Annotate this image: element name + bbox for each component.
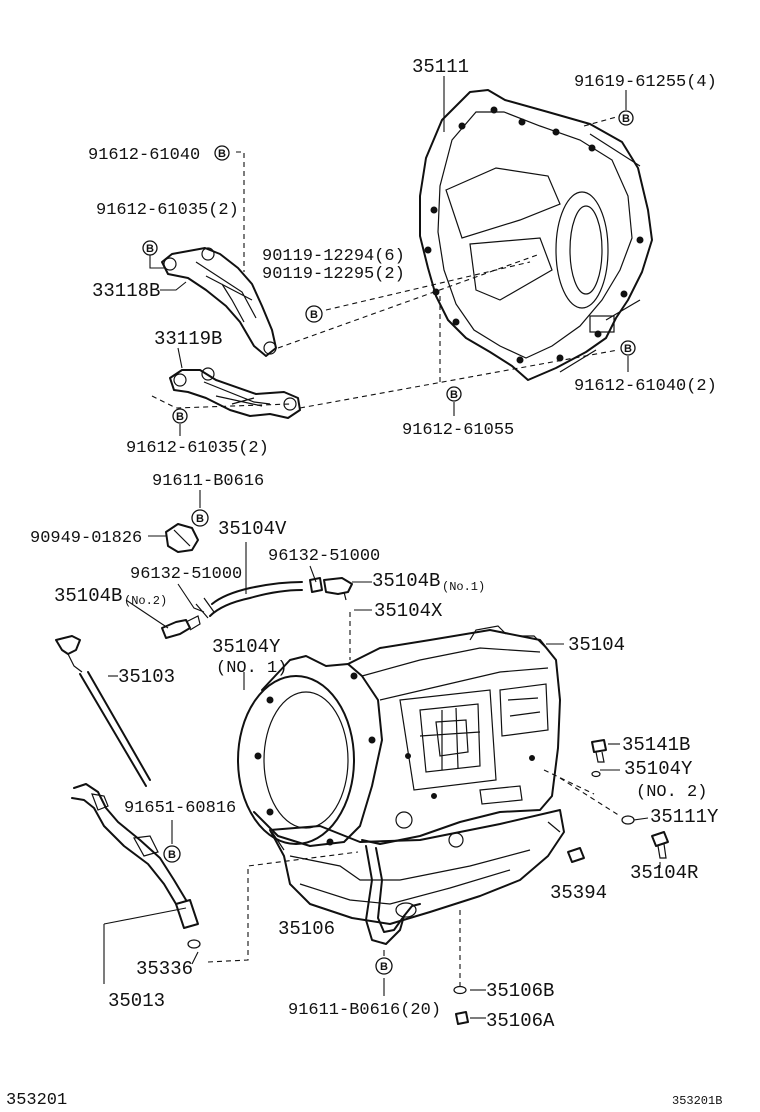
label-35104x: 35104X [374,600,443,622]
label-35104v: 35104V [218,518,287,540]
label-35104b-no1-note: (No.1) [442,580,485,594]
assembly-lines [151,115,621,986]
leader-lines [103,76,661,1019]
label-35394: 35394 [550,882,607,904]
label-96132-51000-lower: 96132-51000 [130,565,242,584]
label-90119-12295: 90119-12295(2) [262,265,405,284]
label-91651-60816: 91651-60816 [124,799,236,818]
label-91619-61255: 91619-61255(4) [574,73,717,92]
label-35104b-no1: 35104B [372,570,440,592]
hose-assembly-drawing [161,523,353,639]
bracket-33119b-drawing [169,367,301,419]
bell-housing-drawing [419,89,653,381]
dipstick-drawing [55,635,151,787]
small-parts-drawing [453,739,669,1025]
label-90119-12294: 90119-12294(6) [262,247,405,266]
label-91612-61040-right: 91612-61040(2) [574,377,717,396]
label-35111y: 35111Y [650,806,719,828]
label-96132-51000-upper: 96132-51000 [268,547,380,566]
svg-text:B: B [218,148,226,160]
label-91612-61035-top: 91612-61035(2) [96,201,239,220]
svg-text:B: B [310,309,318,321]
label-35104r: 35104R [630,862,698,884]
b-marker-3: B [305,305,323,323]
label-35106b: 35106B [486,980,554,1002]
label-35336: 35336 [136,958,193,980]
label-91612-61040-top: 91612-61040 [88,146,200,165]
label-91611-b0616: 91611-B0616 [152,472,264,491]
label-35103: 35103 [118,666,175,688]
filler-tube-drawing [71,783,201,949]
svg-text:B: B [168,849,176,861]
label-91612-61055: 91612-61055 [402,421,514,440]
svg-text:B: B [622,113,630,125]
figure-id-right: 353201B [672,1094,722,1108]
label-90949-01826: 90949-01826 [30,529,142,548]
label-91612-61035-bottom: 91612-61035(2) [126,439,269,458]
label-35106a: 35106A [486,1010,555,1032]
b-marker-1: B [214,145,230,161]
label-35104y-no1: 35104Y [212,636,281,658]
svg-text:B: B [176,411,184,423]
oil-pan-drawing [269,809,565,945]
b-marker-10: B [375,957,393,975]
label-35111: 35111 [412,56,469,78]
label-33118b: 33118B [92,280,160,302]
svg-text:B: B [196,513,204,525]
label-35104y-no2-note: (NO. 2) [636,783,707,802]
svg-text:B: B [146,243,154,255]
b-marker-6: B [446,386,462,402]
label-33119b: 33119B [154,328,222,350]
label-35013: 35013 [108,990,165,1012]
svg-text:B: B [450,389,458,401]
bracket-33118b-drawing [161,247,277,357]
b-marker-7: B [620,340,636,356]
svg-text:B: B [624,343,632,355]
label-35104y-no1-note: (NO. 1) [216,659,287,678]
b-marker-4: B [618,110,634,126]
b-marker-8: B [191,509,209,527]
label-35104b-no2-note: (No.2) [124,594,167,608]
label-35141b: 35141B [622,734,690,756]
figure-id-left: 353201 [6,1091,67,1110]
label-35104b-no2: 35104B [54,585,122,607]
label-35104: 35104 [568,634,625,656]
svg-text:B: B [380,961,388,973]
b-marker-2: B [142,240,158,256]
label-91611-b0616-20: 91611-B0616(20) [288,1001,441,1020]
label-35104y-no2: 35104Y [624,758,693,780]
b-marker-9: B [163,845,181,863]
label-35106: 35106 [278,918,335,940]
b-marker-5: B [172,408,188,424]
